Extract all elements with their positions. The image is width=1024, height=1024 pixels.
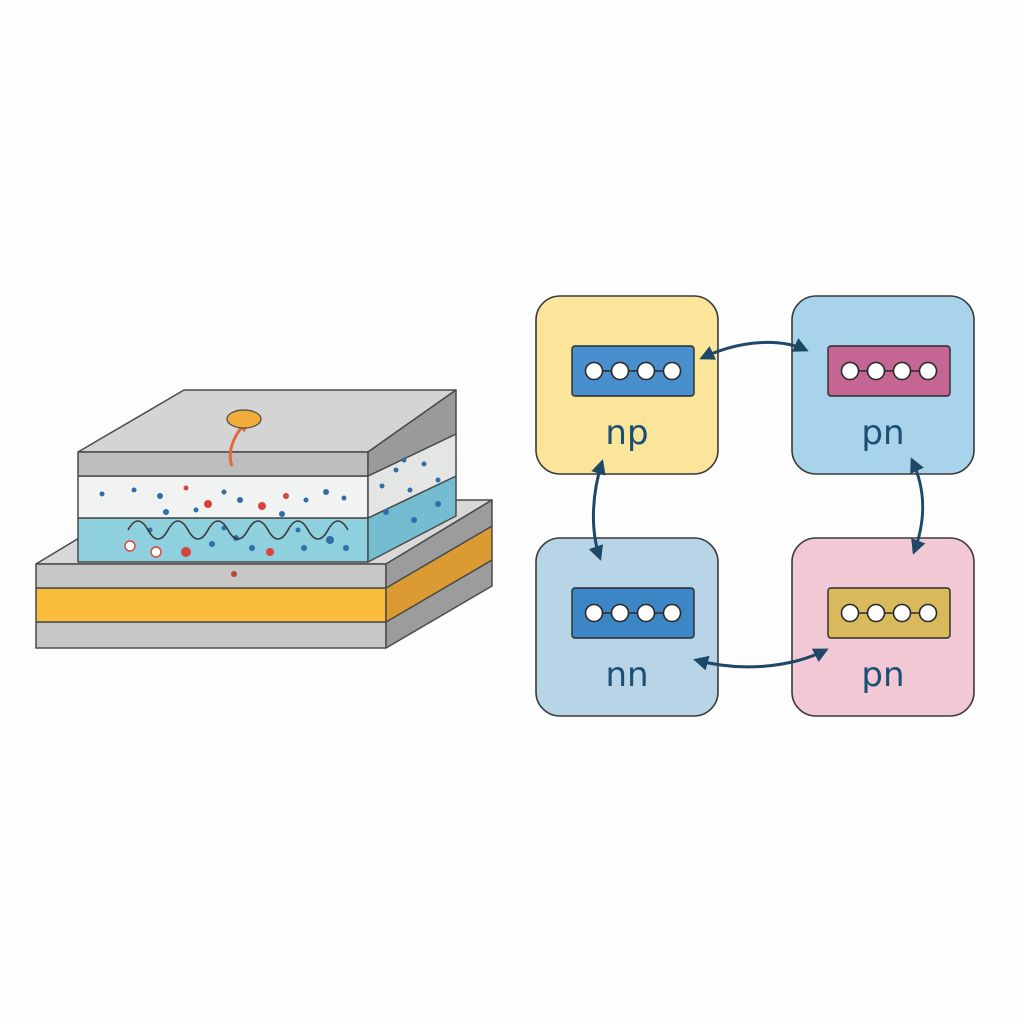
particle	[157, 493, 163, 499]
particle	[407, 487, 413, 493]
state-box-3: nn	[535, 537, 719, 717]
particle	[295, 527, 301, 533]
probe-contact-pad	[226, 409, 262, 429]
particle	[326, 536, 334, 544]
state-box-4: pn	[791, 537, 975, 717]
chip-dot	[662, 603, 682, 623]
chip-dot	[918, 361, 938, 381]
particle	[435, 477, 441, 483]
state-box-2: pn	[791, 295, 975, 475]
particle	[150, 546, 162, 558]
state-label: pn	[861, 655, 904, 695]
layered-device-illustration	[35, 389, 493, 649]
transition-arrow-4	[588, 459, 606, 561]
particle	[221, 489, 227, 495]
chip-dot	[584, 603, 604, 623]
particle	[421, 461, 427, 467]
particle	[237, 497, 243, 503]
chip-dot	[918, 603, 938, 623]
particle	[283, 493, 289, 499]
particle	[383, 509, 389, 515]
transition-arrows	[588, 338, 926, 671]
top-cap-side	[367, 389, 457, 477]
particle	[258, 502, 266, 510]
gold-layer-front	[35, 587, 387, 623]
chip-dot	[892, 603, 912, 623]
chip-dot	[610, 603, 630, 623]
particle	[183, 485, 189, 491]
state-box-1: np	[535, 295, 719, 475]
transition-arrow-2	[910, 457, 926, 555]
chip-dot	[610, 361, 630, 381]
insulator-layer-front	[77, 475, 369, 519]
chip-dot	[636, 603, 656, 623]
particle	[379, 483, 385, 489]
bottom-plate-front	[35, 621, 387, 649]
electrolyte-layer-front	[77, 517, 369, 563]
transition-arrow-3	[693, 648, 829, 671]
particle	[341, 495, 347, 501]
chip-dot	[840, 361, 860, 381]
chip-dot	[840, 603, 860, 623]
middle-plate-front	[35, 563, 387, 589]
particle	[204, 500, 212, 508]
chip-dot	[636, 361, 656, 381]
state-label: np	[605, 413, 648, 453]
particle	[301, 545, 307, 551]
state-label: pn	[861, 413, 904, 453]
chip-dot	[866, 361, 886, 381]
particle	[266, 548, 274, 556]
chip-dot	[892, 361, 912, 381]
particle	[131, 487, 137, 493]
particles-group	[99, 457, 441, 558]
particle	[343, 545, 349, 551]
particle	[401, 457, 407, 463]
particle	[393, 467, 399, 473]
state-label: nn	[605, 655, 648, 695]
particle	[411, 517, 417, 523]
chip-dot	[584, 361, 604, 381]
state-diagram: np pn nn pn	[535, 295, 975, 717]
chip-dot	[866, 603, 886, 623]
particle	[323, 489, 329, 495]
middle-plate-side	[385, 499, 493, 589]
charge-wave	[127, 520, 349, 540]
transition-arrow-1	[699, 338, 809, 360]
particle	[124, 540, 136, 552]
top-cap-front	[77, 451, 369, 477]
particle	[193, 507, 199, 513]
particle	[435, 501, 441, 507]
particle	[303, 497, 309, 503]
particle	[99, 491, 105, 497]
chip-dot	[662, 361, 682, 381]
particle	[181, 547, 191, 557]
probe-arrow	[226, 409, 262, 577]
particle	[209, 541, 215, 547]
particle	[279, 511, 285, 517]
particle	[163, 509, 169, 515]
particle	[249, 545, 255, 551]
